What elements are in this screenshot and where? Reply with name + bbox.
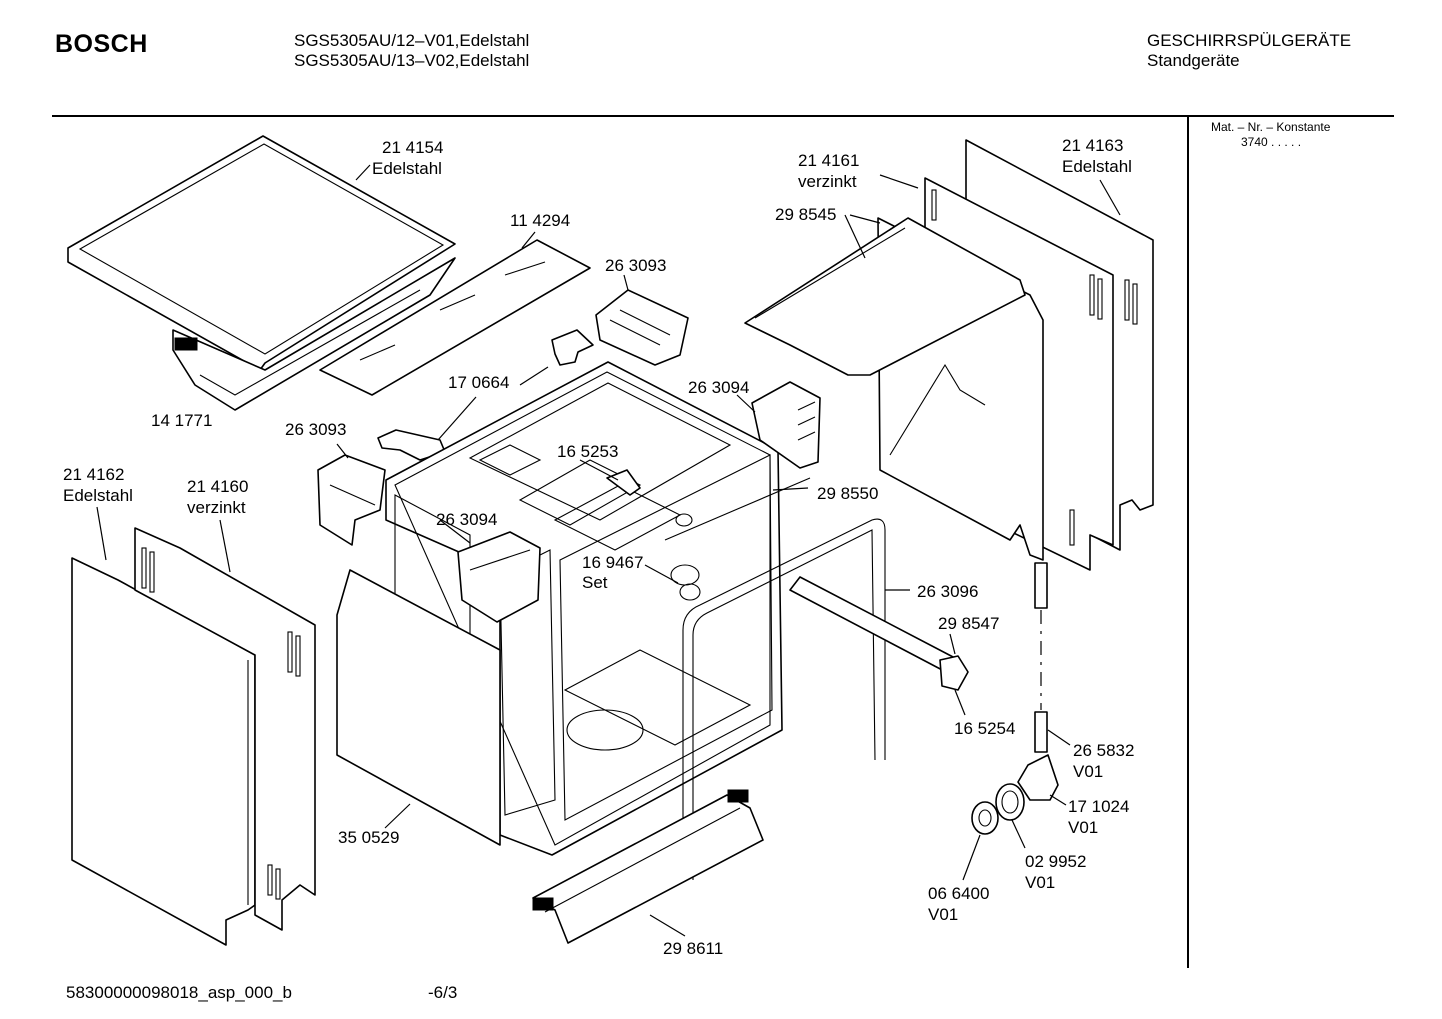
label-066400-version: V01 [928, 905, 959, 924]
label-169467-set: Set [582, 573, 608, 592]
label-263096: 26 3096 [917, 582, 979, 601]
label-214154: 21 4154 [382, 138, 444, 157]
insulation-sheet-part [319, 239, 591, 396]
label-141771: 14 1771 [151, 411, 213, 430]
label-214160-material: verzinkt [187, 498, 246, 517]
worktop-part [67, 135, 456, 411]
clip-left-part [317, 454, 386, 546]
label-029952: 02 9952 [1025, 852, 1087, 871]
side-panel-left-inner-part [134, 527, 316, 931]
subcategory: Standgeräte [1147, 51, 1240, 70]
model-line-2: SGS5305AU/13–V02,Edelstahl [294, 51, 530, 70]
label-171024-version: V01 [1068, 818, 1099, 837]
bracket-top-part [551, 329, 594, 366]
front-panel-part [336, 569, 501, 846]
label-165254: 16 5254 [954, 719, 1016, 738]
drain-cap-part [971, 801, 999, 835]
label-170664: 17 0664 [448, 373, 510, 392]
label-263093-left: 26 3093 [285, 420, 347, 439]
label-263094-mid: 26 3094 [436, 510, 498, 529]
label-214161-material: verzinkt [798, 172, 857, 191]
label-214162-material: Edelstahl [63, 486, 133, 505]
clip-165253-part [606, 469, 641, 496]
label-066400: 06 6400 [928, 884, 990, 903]
label-298611: 29 8611 [663, 939, 724, 958]
constant-value: 3740 . . . . . [1241, 135, 1302, 149]
category: GESCHIRRSPÜLGERÄTE [1147, 31, 1352, 50]
drain-hose-part [1017, 562, 1059, 801]
label-263094-right: 26 3094 [688, 378, 750, 397]
label-214163-material: Edelstahl [1062, 157, 1132, 176]
door-seal-part [682, 518, 886, 880]
label-298547: 29 8547 [938, 614, 1000, 633]
label-214163: 21 4163 [1062, 136, 1124, 155]
brand-logo: BOSCH [55, 30, 148, 58]
clip-mid-part [457, 531, 541, 623]
label-029952-version: V01 [1025, 873, 1056, 892]
strip-part [664, 477, 811, 541]
label-214161: 21 4161 [798, 151, 860, 170]
label-165253: 16 5253 [557, 442, 619, 461]
drain-ring-part [995, 783, 1025, 821]
label-114294: 11 4294 [510, 211, 571, 230]
page-number: -6/3 [428, 983, 458, 1002]
constant-label: Mat. – Nr. – Konstante [1211, 120, 1331, 134]
leader-lines [96, 164, 1121, 937]
label-214154-material: Edelstahl [372, 159, 442, 178]
clip-top-part [595, 289, 689, 366]
top-cover-part [744, 217, 1026, 376]
tube-part [789, 576, 969, 691]
label-298545: 29 8545 [775, 205, 837, 224]
label-171024: 17 1024 [1068, 797, 1130, 816]
label-214160: 21 4160 [187, 477, 249, 496]
label-169467: 16 9467 [582, 553, 644, 572]
label-298550: 29 8550 [817, 484, 879, 503]
model-title: SGS5305AU/12–V01,Edelstahl SGS5305AU/13–… [294, 31, 529, 71]
label-263093-top: 26 3093 [605, 256, 667, 275]
model-line-1: SGS5305AU/12–V01,Edelstahl [294, 31, 530, 50]
plinth-part [532, 789, 764, 944]
clip-right-part [751, 381, 821, 469]
label-265832-version: V01 [1073, 762, 1104, 781]
category-title: GESCHIRRSPÜLGERÄTE Standgeräte [1147, 31, 1351, 71]
document-id: 58300000098018_asp_000_b [66, 983, 292, 1002]
label-265832: 26 5832 [1073, 741, 1135, 760]
label-350529: 35 0529 [338, 828, 400, 847]
label-214162: 21 4162 [63, 465, 125, 484]
